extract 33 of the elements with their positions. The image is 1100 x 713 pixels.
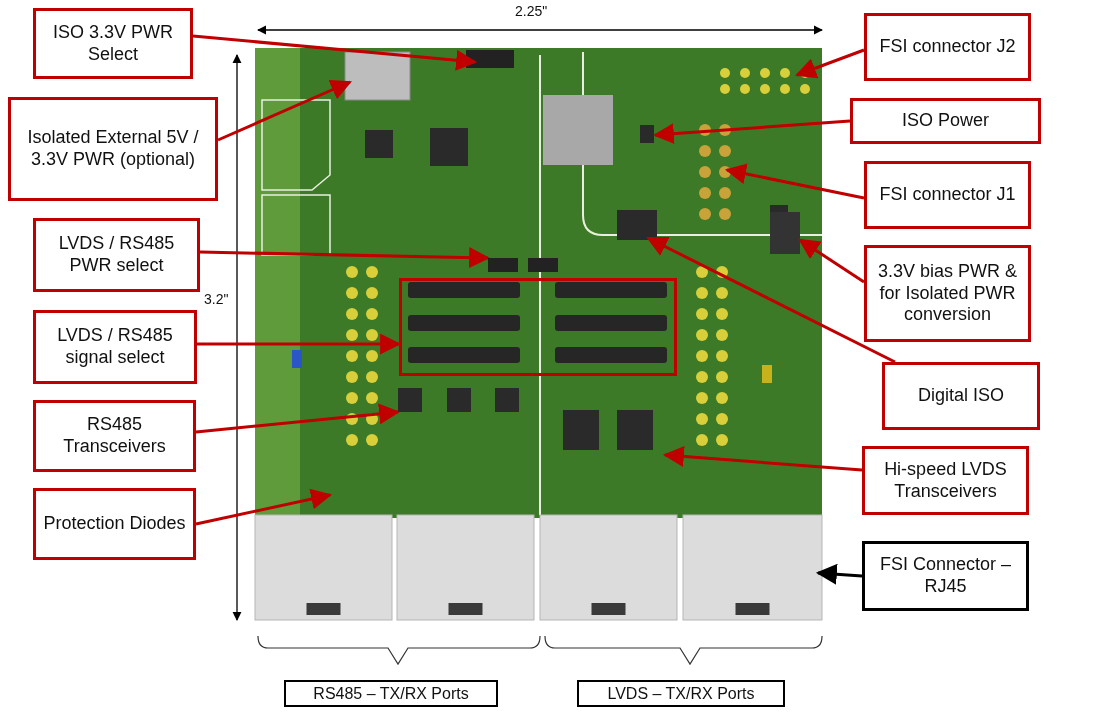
leader-arrow (815, 563, 863, 585)
highlight-frame (399, 278, 677, 376)
callout-box: FSI connector J1 (864, 161, 1031, 229)
callout-box: LVDS / RS485 PWR select (33, 218, 200, 292)
callout-box: ISO 3.3V PWR Select (33, 8, 193, 79)
callout-box: FSI Connector – RJ45 (862, 541, 1029, 611)
leader-arrow (724, 163, 865, 200)
dimension-label: 3.2" (204, 291, 229, 307)
leader-arrow (646, 236, 896, 364)
dimension-label: 2.25" (515, 3, 548, 19)
callout-box: LVDS – TX/RX Ports (577, 680, 785, 707)
callout-box: Isolated External 5V / 3.3V PWR (optional) (8, 97, 218, 201)
leader-arrow (795, 48, 865, 79)
leader-arrow (197, 333, 402, 355)
leader-arrow (217, 80, 352, 142)
leader-arrow (195, 488, 333, 526)
callout-box: ISO Power (850, 98, 1041, 144)
chip (398, 388, 422, 412)
leader-arrow (199, 247, 491, 269)
callout-box: Digital ISO (882, 362, 1040, 430)
callout-box: RS485 – TX/RX Ports (284, 680, 498, 707)
leader-arrow (652, 119, 851, 145)
jumper-header (488, 258, 518, 272)
callout-box: RS485 Transceivers (33, 400, 196, 472)
leader-arrow (192, 34, 478, 71)
callout-box: LVDS / RS485 signal select (33, 310, 197, 384)
callout-box: FSI connector J2 (864, 13, 1031, 81)
callout-box: 3.3V bias PWR & for Isolated PWR conversion (864, 245, 1031, 342)
leader-arrow (195, 403, 401, 434)
callout-box: Hi-speed LVDS Transceivers (862, 446, 1029, 515)
leader-arrow (798, 238, 865, 284)
leader-arrow (662, 445, 863, 472)
callout-box: Protection Diodes (33, 488, 196, 560)
